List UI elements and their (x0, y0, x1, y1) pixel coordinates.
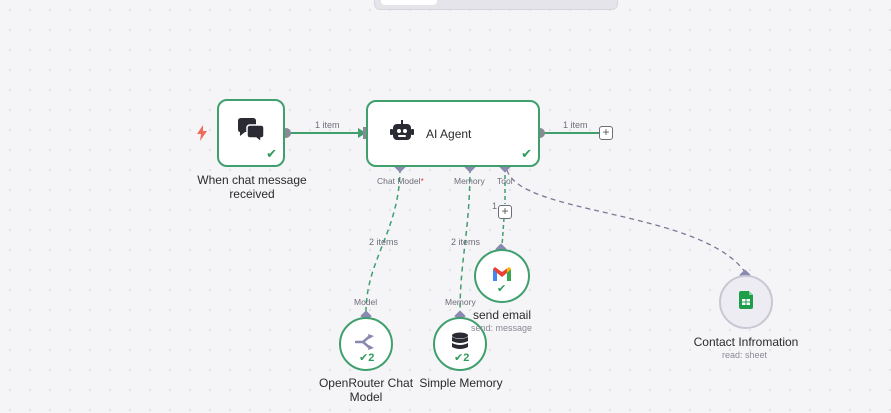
sheets-node-label: Contact Infromation (693, 335, 799, 349)
add-tool-button[interactable]: + (498, 205, 512, 219)
top-toolbar (374, 0, 618, 10)
port-label-model-in: Model (354, 297, 378, 307)
gmail-node-sublabel: send: message (471, 323, 533, 333)
port-label-chat-model: Chat Model* (377, 176, 424, 186)
success-count-badge: ✔2 (454, 352, 470, 364)
ai-agent-node[interactable]: AI Agent ✔ (366, 100, 540, 167)
memory-node-label: Simple Memory (419, 376, 503, 390)
edge-label-trigger-agent: 1 item (315, 120, 340, 130)
robot-icon (390, 120, 414, 147)
sheets-node-sublabel: read: sheet (722, 350, 768, 360)
success-check-icon: ✔ (497, 283, 507, 295)
chat-bubbles-icon (236, 117, 266, 149)
port-label-memory-in: Memory (445, 297, 476, 307)
edge-chat-model (365, 167, 401, 313)
edge-trigger-agent-arrow (358, 128, 366, 138)
chat-trigger-node[interactable]: ✔ (217, 99, 285, 167)
agent-input-port (363, 127, 368, 139)
success-check-icon: ✔ (266, 146, 277, 161)
openrouter-icon (354, 333, 377, 356)
edge-label-tool-items: 1 (492, 201, 498, 211)
send-email-node[interactable]: ✔ (474, 249, 530, 303)
gmail-icon (492, 266, 512, 287)
openrouter-chat-model-node[interactable]: ✔2 (339, 317, 393, 371)
edge-tool-sheets (506, 169, 746, 273)
simple-memory-node[interactable]: ✔2 (433, 317, 487, 371)
chat-model-node-label: OpenRouter Chat Model (318, 376, 414, 404)
toolbar-tab[interactable] (381, 0, 437, 5)
trigger-bolt-icon (196, 125, 208, 146)
port-label-tool: Tool (497, 176, 513, 186)
edge-label-agent-out: 1 item (563, 120, 588, 130)
port-label-memory: Memory (454, 176, 485, 186)
edge-memory (459, 167, 471, 313)
edge-label-memory-items: 2 items (451, 237, 481, 247)
database-icon (451, 332, 469, 357)
add-next-node-button[interactable]: + (599, 126, 613, 140)
edge-tool-gmail (501, 217, 505, 247)
contact-information-node[interactable] (719, 275, 773, 329)
success-count-badge: ✔2 (359, 352, 375, 364)
gmail-node-label: send email (472, 308, 532, 322)
trigger-node-label: When chat message received (197, 173, 307, 201)
edge-label-model-items: 2 items (369, 237, 399, 247)
success-check-icon: ✔ (521, 146, 532, 161)
agent-node-title: AI Agent (426, 126, 472, 141)
google-sheets-icon (739, 290, 753, 314)
